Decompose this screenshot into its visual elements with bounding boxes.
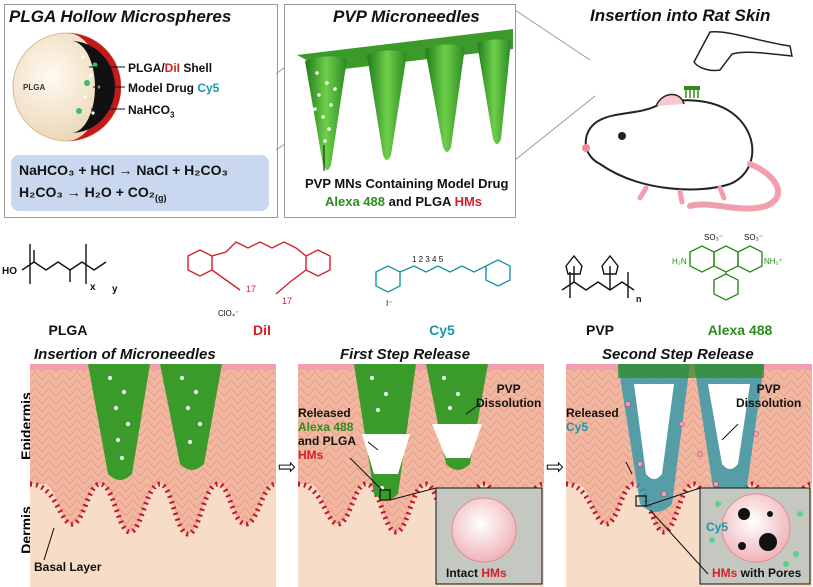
svg-text:x: x xyxy=(90,282,96,293)
microsphere-illustration: PLGA xyxy=(12,32,121,142)
cy5-structure xyxy=(375,259,511,293)
scene-step2 xyxy=(297,364,545,587)
skin-scenes xyxy=(29,364,813,587)
finger-hand xyxy=(693,31,793,72)
scene-step3 xyxy=(565,364,813,587)
step3-released: Released Cy5 xyxy=(566,406,619,434)
svg-text:SO₃⁻: SO₃⁻ xyxy=(744,233,763,242)
step1-title: Insertion of Microneedles xyxy=(34,346,216,363)
sphere-core-label: PLGA xyxy=(23,83,45,92)
step2-pvp-dissolution: PVP Dissolution xyxy=(476,382,542,410)
basal-layer-label: Basal Layer xyxy=(34,560,102,574)
dii-structure xyxy=(187,241,331,295)
basal-leader xyxy=(43,527,55,561)
label-dii: DiI xyxy=(253,322,271,338)
svg-text:H₂N: H₂N xyxy=(672,257,687,266)
sphere-leader-lines xyxy=(89,66,125,110)
chemical-structures: HO x y 17 17 ClO₄⁻ 1 2 3 4 5 I⁻ n SO₃⁻ S… xyxy=(2,233,783,318)
hms-pores-label: HMs with Pores xyxy=(712,566,802,580)
arrow-1: ⇨ xyxy=(278,454,297,479)
label-alexa-488: Alexa 488 xyxy=(707,322,773,338)
rat-panel-title: Insertion into Rat Skin xyxy=(590,6,771,25)
svg-text:17: 17 xyxy=(282,296,292,306)
svg-text:y: y xyxy=(112,284,118,295)
alexa-structure xyxy=(689,245,763,301)
svg-text:n: n xyxy=(636,294,642,304)
mn-caption-line2: Alexa 488 and PLGA HMs xyxy=(325,194,483,209)
pvp-panel: PVP Microneedles PVP MNs Containing Mode… xyxy=(284,4,516,218)
plga-structure xyxy=(21,244,107,284)
scene-step1 xyxy=(29,364,277,587)
svg-text:HO: HO xyxy=(2,266,17,277)
svg-text:NH₂⁺: NH₂⁺ xyxy=(764,257,783,266)
label-pvp: PVP xyxy=(585,322,614,338)
cy5-inset-label: Cy5 xyxy=(706,520,729,534)
step3-title: Second Step Release xyxy=(602,346,754,363)
pvp-panel-title: PVP Microneedles xyxy=(333,7,480,26)
rat-panel: Insertion into Rat Skin xyxy=(560,4,810,216)
pvp-structure xyxy=(561,254,635,298)
plga-panel: PLGA Hollow Microspheres PLGA PLGA/DiI S… xyxy=(4,4,278,218)
label-cy5: Cy5 xyxy=(429,322,455,338)
caption-leader xyxy=(323,145,325,171)
model-drug-label: Model Drug Cy5 xyxy=(128,81,220,95)
equation-box: NaHCO₃ + HCl → NaCl + H₂CO₃ H₂CO₃ → H₂O … xyxy=(11,155,269,211)
step2-released: Released Alexa 488 and PLGA HMs xyxy=(298,406,357,462)
equation-2: H₂CO₃ → H₂O + CO₂(g) xyxy=(19,184,167,203)
plga-panel-title: PLGA Hollow Microspheres xyxy=(9,7,232,26)
step2-title: First Step Release xyxy=(340,346,471,363)
svg-text:1 2 3 4 5: 1 2 3 4 5 xyxy=(412,255,444,264)
label-plga: PLGA xyxy=(48,322,88,338)
arrow-2: ⇨ xyxy=(546,454,565,479)
nahco3-label: NaHCO3 xyxy=(128,103,175,120)
rat-illustration xyxy=(582,31,793,212)
svg-text:17: 17 xyxy=(246,284,256,294)
svg-text:I⁻: I⁻ xyxy=(386,299,392,308)
step3-pvp-dissolution: PVP Dissolution xyxy=(736,382,802,410)
shell-label: PLGA/DiI Shell xyxy=(128,61,213,75)
mn-caption-line1: PVP MNs Containing Model Drug xyxy=(305,176,509,191)
svg-text:ClO₄⁻: ClO₄⁻ xyxy=(218,309,239,318)
microneedle-array xyxy=(297,29,513,170)
equation-1: NaHCO₃ + HCl → NaCl + H₂CO₃ xyxy=(19,162,228,178)
svg-text:SO₃⁻: SO₃⁻ xyxy=(704,233,723,242)
intact-hms-label: Intact HMs xyxy=(446,566,507,580)
